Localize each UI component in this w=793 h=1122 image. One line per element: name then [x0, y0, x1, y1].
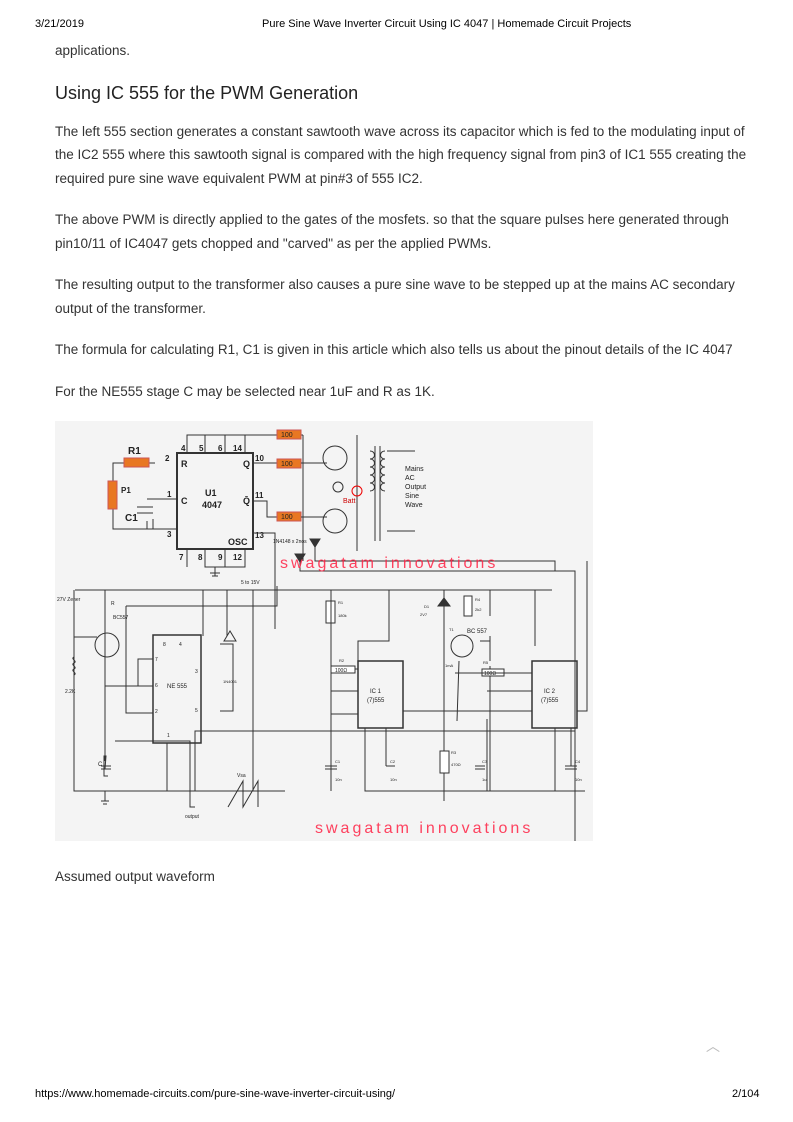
transistor-label: BC557 [113, 615, 129, 621]
component-label: C3 [482, 759, 488, 764]
component-label: D1 [424, 604, 430, 609]
component-value: 100Ω [484, 671, 496, 677]
pin-r: R [181, 459, 188, 469]
label-4047: 4047 [202, 500, 222, 510]
supply-label: 5 to 15V [241, 580, 260, 586]
component-label: C4 [575, 759, 581, 764]
pin-c: C [181, 496, 188, 506]
pin-label: 8 [163, 642, 166, 648]
lead-text: applications. [55, 43, 131, 58]
pin-label: 9 [218, 553, 223, 562]
circuit-schematic: R1 P1 C1 U1 4047 R C Q Q̄ OSC 4 5 6 14 7… [55, 421, 593, 841]
pin-label: 7 [179, 553, 184, 562]
component-value: 1u [482, 777, 486, 782]
ic-4047-section: R1 P1 C1 U1 4047 R C Q Q̄ OSC 4 5 6 14 7… [107, 429, 576, 841]
pin-label: 1 [167, 733, 170, 739]
component-label: R3 [451, 750, 457, 755]
print-date: 3/21/2019 [35, 18, 84, 30]
component-label: T1 [449, 627, 454, 632]
label-r1: R1 [128, 446, 141, 457]
paragraph: The left 555 section generates a constan… [55, 123, 747, 186]
resistor-label: 2.2K [65, 689, 76, 695]
pin-label: 6 [218, 444, 223, 453]
current-label: 1mA [445, 663, 454, 668]
sawtooth-label: Vsa [237, 773, 246, 779]
pin-label: 12 [233, 553, 242, 562]
component-label: R4 [475, 597, 481, 602]
output-label: output [185, 814, 200, 820]
scroll-to-top-icon[interactable]: ︿ [706, 1038, 720, 1054]
component-label: C1 [335, 759, 341, 764]
label-p1: P1 [121, 486, 131, 495]
ic1-label: IC 1 [370, 689, 382, 695]
component-label: C2 [390, 759, 396, 764]
watermark: swagatam innovations [280, 555, 498, 572]
battery-label: Batt [343, 498, 356, 505]
pin-label: 5 [199, 444, 204, 453]
component-value: 100Ω [335, 668, 347, 674]
ic2-label: (7)555 [541, 698, 559, 704]
print-url: https://www.homemade-circuits.com/pure-s… [35, 1088, 396, 1100]
pin-label: 11 [255, 491, 264, 500]
component-label: R1 [338, 600, 344, 605]
capacitor-label: C [98, 762, 103, 768]
pin-q-bar: Q̄ [243, 496, 250, 506]
ic1-label: (7)555 [367, 698, 385, 704]
figure-caption: Assumed output waveform [55, 869, 215, 884]
ne555-label: NE 555 [167, 684, 188, 690]
pin-label: 10 [255, 454, 264, 463]
paragraph: The formula for calculating R1, C1 is gi… [55, 342, 733, 357]
component-value: 10n [335, 777, 342, 782]
pin-label: 8 [198, 553, 203, 562]
resistor-value: 100 [281, 514, 293, 521]
pin-label: 4 [181, 444, 186, 453]
pin-label: 1 [167, 490, 172, 499]
paragraph: The above PWM is directly applied to the… [55, 212, 729, 251]
pin-label: 6 [155, 683, 158, 689]
component-value: 10n [390, 777, 397, 782]
pin-label: 3 [167, 530, 172, 539]
pin-label: 3 [195, 669, 198, 675]
print-title: Pure Sine Wave Inverter Circuit Using IC… [262, 18, 632, 30]
watermark: swagatam innovations [315, 820, 533, 837]
component-label: R2 [339, 658, 345, 663]
pin-label: 2 [165, 454, 170, 463]
diode-label: 1N4148 x 2nos [273, 539, 307, 545]
label-u1: U1 [205, 488, 217, 498]
paragraph: The resulting output to the transformer … [55, 277, 735, 316]
component-value: BC 557 [467, 629, 488, 635]
ic2-label: IC 2 [544, 689, 556, 695]
paragraph: For the NE555 stage C may be selected ne… [55, 383, 435, 399]
pin-label: 13 [255, 531, 264, 540]
component-label: R5 [483, 660, 489, 665]
label-c1: C1 [125, 513, 138, 524]
component-value: 10n [575, 777, 582, 782]
component-value: 2V7 [420, 612, 428, 617]
resistor-value: 100 [281, 432, 293, 439]
pin-label: 7 [155, 657, 158, 663]
section-heading: Using IC 555 for the PWM Generation [55, 82, 359, 103]
pwm-555-section: 27V Zener BC557 R 2.2K C NE 555 1N4001 8… [57, 561, 588, 837]
pin-label: 5 [195, 708, 198, 714]
print-page-number: 2/104 [732, 1088, 760, 1100]
resistor-label: R [111, 601, 115, 607]
zener-label: 27V Zener [57, 597, 81, 603]
pin-q: Q [243, 459, 250, 469]
pin-label: 4 [179, 642, 182, 648]
article-body: applications. Using IC 555 for the PWM G… [55, 39, 750, 907]
pin-label: 2 [155, 709, 158, 715]
pin-osc: OSC [228, 537, 248, 547]
component-value: 180k [338, 613, 347, 618]
component-value: 2k2 [475, 607, 482, 612]
diode-label: 1N4001 [223, 679, 238, 684]
resistor-value: 100 [281, 461, 293, 468]
component-value: 470Ω [451, 762, 461, 767]
pin-label: 14 [233, 444, 242, 453]
